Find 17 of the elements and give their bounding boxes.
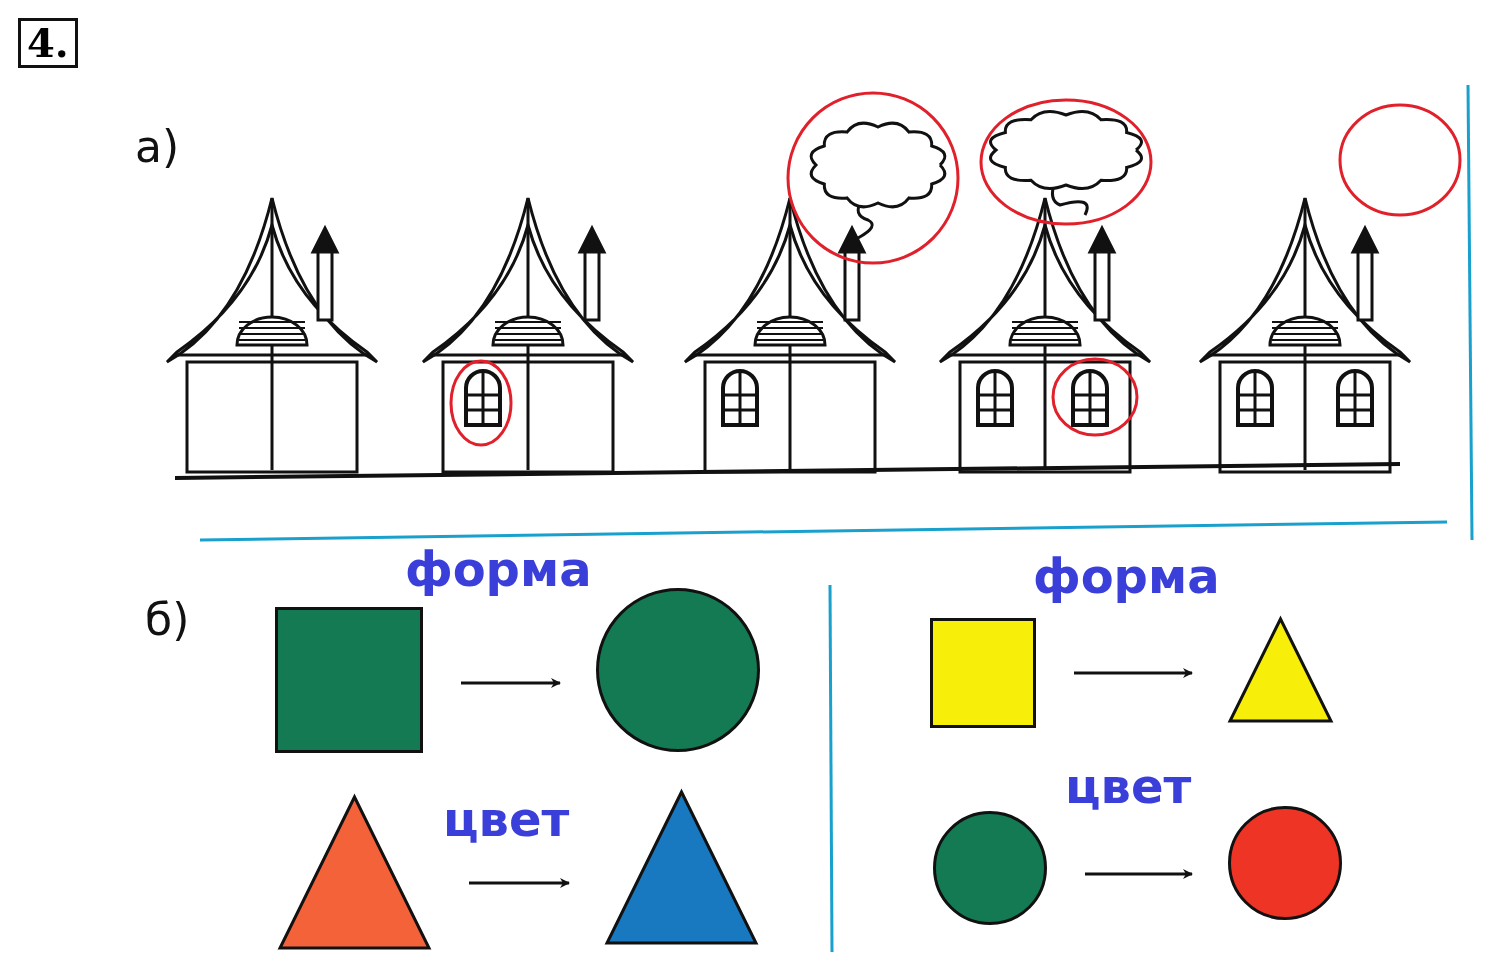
arrow	[469, 878, 570, 888]
part-label: б)	[145, 598, 190, 642]
task-number: 4.	[18, 18, 78, 68]
rule-label: цвет	[443, 795, 570, 843]
circle-shape	[1228, 806, 1342, 920]
circle-shape	[596, 588, 760, 752]
arrow	[461, 678, 561, 688]
rule-label: цвет	[1065, 762, 1192, 810]
arrow	[1074, 668, 1193, 678]
square-shape	[930, 618, 1036, 728]
part-label: а)	[135, 125, 180, 169]
triangle-shape	[605, 790, 758, 945]
triangle-shape	[1228, 617, 1333, 723]
circle-shape	[933, 811, 1047, 925]
arrow	[1085, 869, 1193, 879]
square-shape	[275, 607, 423, 753]
triangle-shape	[278, 795, 431, 950]
